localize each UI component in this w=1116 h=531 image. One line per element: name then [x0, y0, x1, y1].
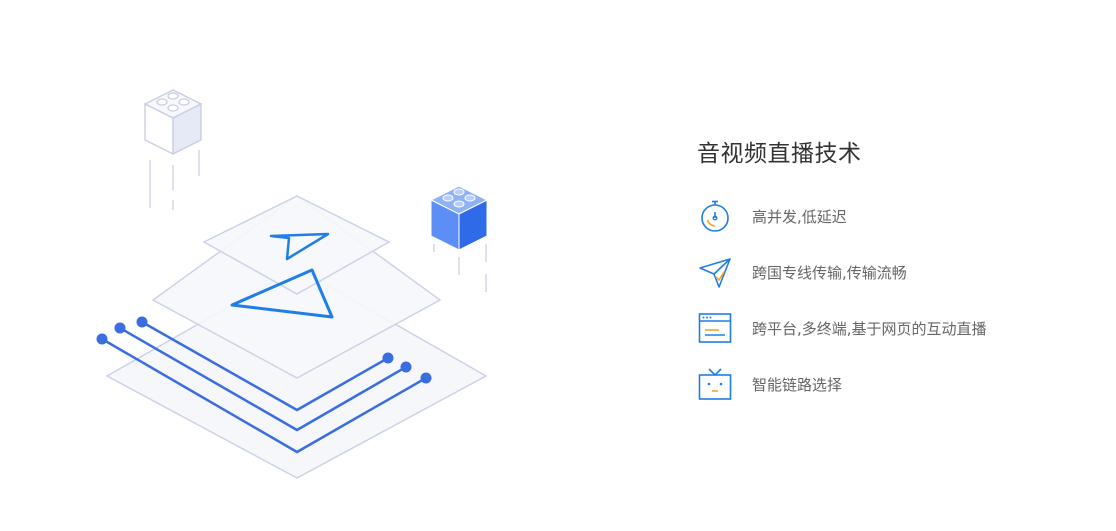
browser-window-icon — [698, 313, 732, 343]
circuit-lines — [101, 320, 427, 454]
blue-brick-block — [429, 185, 489, 251]
top-layer-plate — [202, 195, 391, 295]
feature-text: 跨平台,多终端,基于网页的互动直播 — [752, 319, 987, 338]
section-title: 音视频直播技术 — [697, 141, 862, 167]
feature-text: 高并发,低延迟 — [752, 207, 847, 226]
grey-brick-block — [143, 89, 203, 156]
feature-item-transmission: 跨国专线传输,传输流畅 — [697, 244, 1097, 300]
feature-item-cross-platform: 跨平台,多终端,基于网页的互动直播 — [697, 300, 1097, 356]
play-triangle-icon — [230, 268, 334, 319]
paper-plane-icon — [699, 258, 731, 288]
feature-item-concurrency: 高并发,低延迟 — [697, 188, 1097, 244]
circuit-dots — [96, 316, 432, 384]
blue-block-trail-lines — [433, 244, 487, 292]
stopwatch-icon — [701, 200, 729, 232]
feature-panel: 音视频直播技术 高并发,低延迟 跨国专线传输,传输流畅 — [697, 138, 1097, 412]
feature-text: 跨国专线传输,传输流畅 — [752, 263, 907, 282]
grey-block-trail-lines — [149, 150, 200, 210]
cursor-arrow-icon — [269, 232, 330, 261]
feature-item-smart-routing: 智能链路选择 — [697, 356, 1097, 412]
isometric-streaming-illustration — [96, 89, 489, 479]
tv-face-icon — [698, 368, 732, 400]
feature-text: 智能链路选择 — [752, 375, 843, 394]
